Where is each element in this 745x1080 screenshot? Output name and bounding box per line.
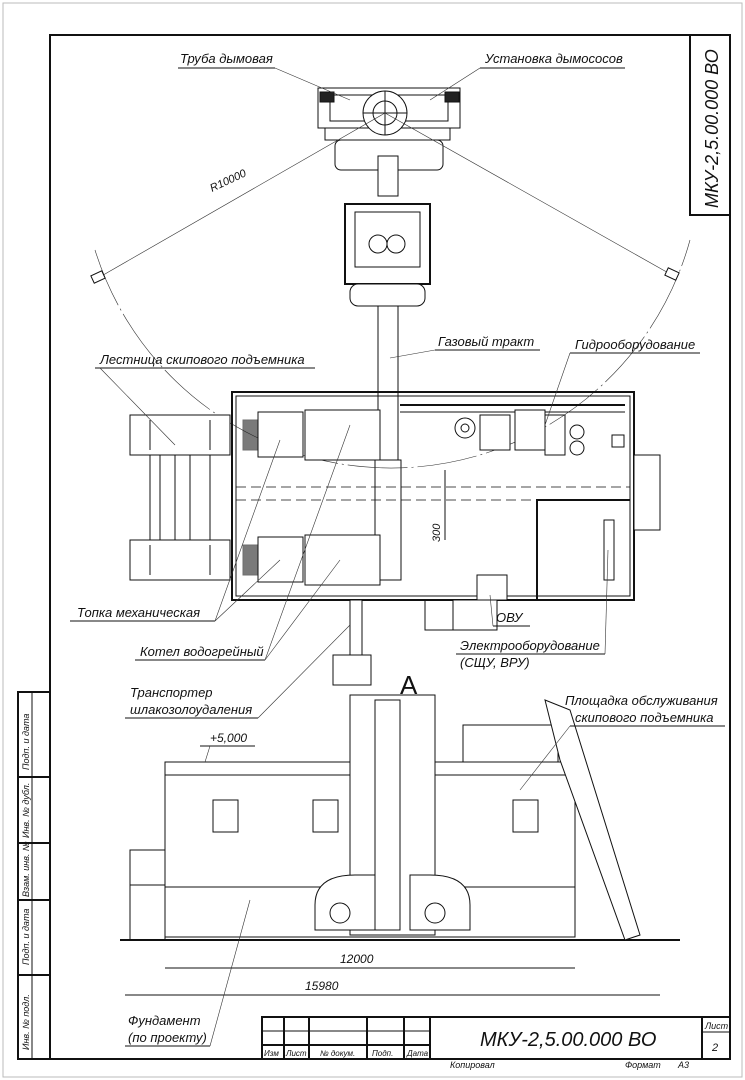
label-chimney: Труба дымовая	[180, 51, 273, 66]
stamp-field: Взам. инв. №	[21, 841, 31, 897]
chimney-elevation	[374, 699, 401, 931]
format-value: А3	[677, 1060, 689, 1070]
label-electro-1: Электрооборудование	[460, 638, 600, 653]
hydro-equipment	[400, 404, 625, 456]
label-platform-2: скипового подъемника	[575, 710, 713, 725]
format-label: Формат	[625, 1060, 661, 1070]
label-foundation-2: (по проекту)	[128, 1030, 207, 1045]
title-col-label: Подп.	[372, 1049, 393, 1058]
sheet-label: Лист	[704, 1021, 729, 1031]
stamp-field: Подп. и дата	[21, 909, 31, 965]
label-gas-duct: Газовый тракт	[438, 334, 534, 349]
sheet-number: 2	[711, 1042, 718, 1054]
furnace-1	[257, 411, 304, 458]
skip-hoist	[544, 699, 641, 941]
title-col-label: Изм	[264, 1049, 279, 1058]
furnace-2	[257, 536, 304, 583]
stamp-field: Инв. № подл.	[21, 994, 31, 1050]
label-exhausters: Установка дымососов	[484, 51, 623, 66]
elevation-view: 12000 15980 +5,000 Площадка обслуживания…	[120, 693, 725, 1047]
title-block: Изм Лист № докум. Подп. Дата МКУ-2,5.00.…	[261, 1016, 731, 1070]
stamp-field: Подп. и дата	[21, 714, 31, 770]
title-col-label: № докум.	[320, 1049, 355, 1058]
side-stamp: Подп. и дата Инв. № дубл. Взам. инв. № П…	[17, 691, 51, 1060]
boiler-1	[304, 409, 381, 461]
front-stairs	[452, 599, 498, 631]
ovu-box	[476, 574, 508, 601]
label-foundation-1: Фундамент	[128, 1013, 201, 1028]
vertical-code-box: МКУ-2,5.00.000 ВО	[689, 34, 731, 216]
title-col-label: Дата	[406, 1049, 429, 1058]
label-platform-1: Площадка обслуживания	[565, 693, 718, 708]
gas-duct	[377, 305, 399, 467]
side-stairs	[633, 454, 661, 531]
dim-15980: 15980	[305, 979, 339, 993]
label-transporter-1: Транспортер	[130, 685, 213, 700]
view-label-a: А	[400, 670, 418, 700]
stamp-field: Инв. № дубл.	[21, 783, 31, 838]
drawing-code: МКУ-2,5.00.000 ВО	[480, 1029, 656, 1051]
label-electro-2: (СЩУ, ВРУ)	[460, 655, 530, 670]
title-col-label: Лист	[285, 1049, 307, 1058]
label-elevation: +5,000	[210, 731, 247, 745]
dim-300: 300	[431, 523, 443, 542]
plan-labels: Труба дымовая Установка дымососов Лестни…	[70, 51, 700, 719]
plan-view: R10000 300	[90, 87, 691, 686]
transporter-plan	[349, 599, 363, 656]
label-hydro: Гидрооборудование	[575, 337, 695, 352]
skip-ladders	[129, 414, 231, 581]
exhauster-unit	[317, 87, 461, 171]
dim-12000: 12000	[340, 952, 374, 966]
label-skip-ladder: Лестница скипового подъемника	[99, 352, 305, 367]
label-furnace: Топка механическая	[77, 605, 200, 620]
radius-arc	[94, 239, 691, 469]
copied-label: Копировал	[450, 1060, 495, 1070]
boiler-2	[304, 534, 381, 586]
label-boiler: Котел водогрейный	[140, 644, 264, 659]
drawing-code-vertical: МКУ-2,5.00.000 ВО	[702, 49, 722, 208]
label-transporter-2: шлакозолоудаления	[130, 702, 252, 717]
label-ovu: ОВУ	[496, 610, 524, 625]
